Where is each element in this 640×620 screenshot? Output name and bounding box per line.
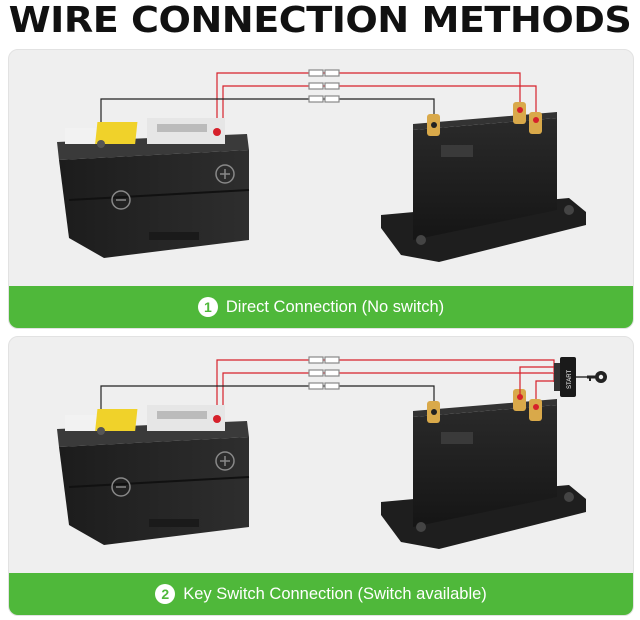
wire-red-1 bbox=[216, 72, 521, 132]
battery-negative-terminal bbox=[97, 427, 105, 435]
battery bbox=[57, 405, 250, 545]
step-number-2: 2 bbox=[155, 584, 176, 604]
key-icon bbox=[587, 371, 607, 383]
solenoid-terminal-right-1 bbox=[513, 102, 526, 124]
diagram-direct bbox=[57, 69, 586, 262]
battery bbox=[57, 118, 250, 258]
solenoid-terminal-right-2 bbox=[529, 399, 542, 421]
caption-key-switch: Key Switch Connection (Switch available) bbox=[183, 584, 487, 603]
fuse-1 bbox=[308, 69, 324, 77]
panel-key-switch-connection: START bbox=[8, 336, 634, 616]
battery-plus-symbol bbox=[215, 451, 235, 471]
solenoid-terminal-right-1 bbox=[513, 389, 526, 411]
wire-black bbox=[100, 98, 435, 143]
panel-direct-connection: 1 Direct Connection (No switch) bbox=[8, 49, 634, 329]
battery-plus-symbol bbox=[215, 164, 235, 184]
caption-banner-2: 2 Key Switch Connection (Switch availabl… bbox=[9, 573, 633, 615]
diagram-key-switch: START bbox=[57, 356, 607, 549]
fuse-3 bbox=[308, 95, 324, 103]
solenoid-terminal-right-2 bbox=[529, 112, 542, 134]
wire-black bbox=[100, 385, 435, 430]
battery-positive-terminal bbox=[213, 128, 221, 136]
caption-banner-1: 1 Direct Connection (No switch) bbox=[9, 286, 633, 328]
step-number-1: 1 bbox=[197, 297, 218, 317]
wire-red-3 bbox=[535, 380, 554, 407]
battery-negative-terminal bbox=[97, 140, 105, 148]
solenoid bbox=[381, 366, 586, 549]
switch-label: START bbox=[567, 370, 573, 389]
wires bbox=[100, 69, 537, 143]
fuse-2 bbox=[308, 82, 324, 90]
battery-minus-symbol bbox=[111, 477, 131, 497]
solenoid bbox=[381, 102, 586, 262]
page-title: WIRE CONNECTION METHODS bbox=[8, 0, 632, 41]
fuse-3 bbox=[308, 382, 324, 390]
caption-direct: Direct Connection (No switch) bbox=[225, 297, 445, 316]
wire-red-2 bbox=[222, 85, 537, 132]
key-switch: START bbox=[554, 357, 607, 397]
fuse-1 bbox=[308, 356, 324, 364]
fuse-2 bbox=[308, 369, 324, 377]
battery-minus-symbol bbox=[111, 190, 131, 210]
battery-positive-terminal bbox=[213, 415, 221, 423]
